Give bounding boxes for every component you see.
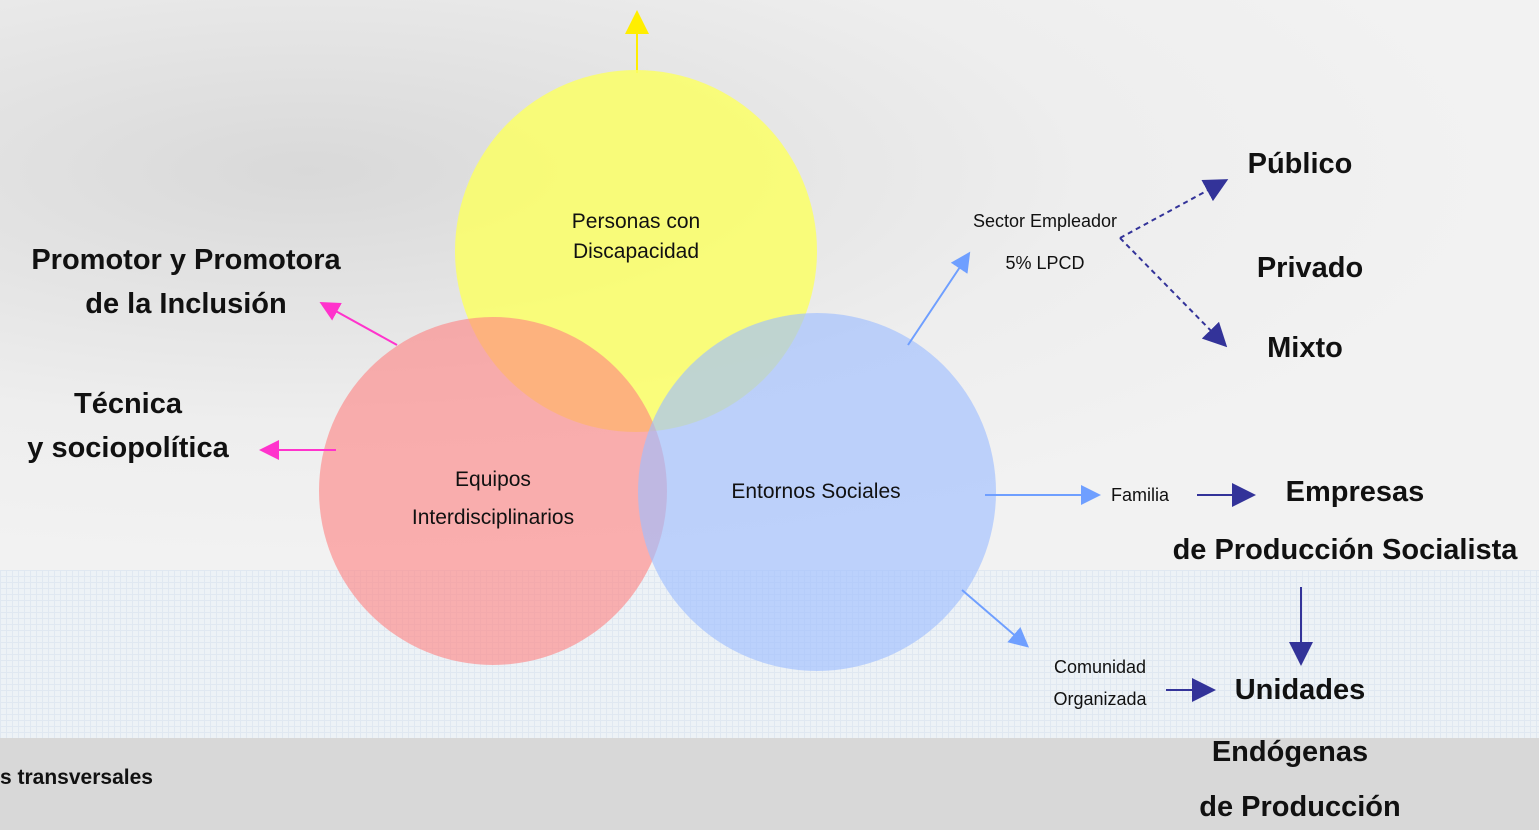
circle-equipos-interdisciplinarios [319, 317, 667, 665]
label-equipos-line2: Interdisciplinarios [411, 506, 575, 529]
label-equipos-line1: Equipos [455, 468, 531, 491]
label-tecnica: Técnica y sociopolítica [10, 382, 246, 470]
circle-entornos-sociales [638, 313, 996, 671]
arrow-to-promotor [319, 302, 398, 346]
arrow-to-publico [1119, 179, 1229, 239]
label-comunidad-line1: Comunidad [1053, 657, 1147, 677]
arrow-to-comunidad [961, 589, 1030, 648]
label-equipos: Equipos Interdisciplinarios [393, 461, 593, 537]
label-endogenas: Endógenas [1211, 736, 1369, 768]
label-comunidad: Comunidad Organizada [1030, 651, 1170, 715]
label-sector-line2: 5% LPCD [1005, 253, 1085, 273]
arrow-to-sector [907, 251, 971, 346]
arrow-to-mixto [1119, 237, 1228, 348]
label-personas-line2: Discapacidad [572, 240, 700, 263]
label-de-produccion: de Producción [1199, 791, 1401, 823]
footer-band [0, 738, 1539, 830]
label-promotor-line2: de la Inclusión [85, 288, 287, 320]
label-personas-line1: Personas con [571, 210, 701, 233]
label-personas-discapacidad: Personas con Discapacidad [536, 207, 736, 267]
label-publico: Público [1247, 148, 1353, 180]
label-promotor: Promotor y Promotora de la Inclusión [18, 238, 354, 326]
label-privado: Privado [1256, 252, 1364, 284]
label-familia: Familia [1110, 485, 1169, 505]
label-sector-empleador: Sector Empleador 5% LPCD [940, 200, 1150, 284]
label-promotor-line1: Promotor y Promotora [31, 244, 341, 276]
label-tecnica-line1: Técnica [74, 388, 182, 420]
label-tecnica-line2: y sociopolítica [27, 432, 229, 464]
label-mixto: Mixto [1267, 332, 1343, 364]
footer-text: s transversales [0, 766, 153, 789]
label-empresas-line2: de Producción Socialista [1172, 534, 1518, 566]
label-unidades: Unidades [1234, 674, 1366, 706]
label-empresas-line1: Empresas [1285, 476, 1425, 508]
label-comunidad-line2: Organizada [1053, 689, 1147, 709]
label-sector-line1: Sector Empleador [972, 211, 1118, 231]
label-entornos-sociales: Entornos Sociales [731, 480, 901, 503]
